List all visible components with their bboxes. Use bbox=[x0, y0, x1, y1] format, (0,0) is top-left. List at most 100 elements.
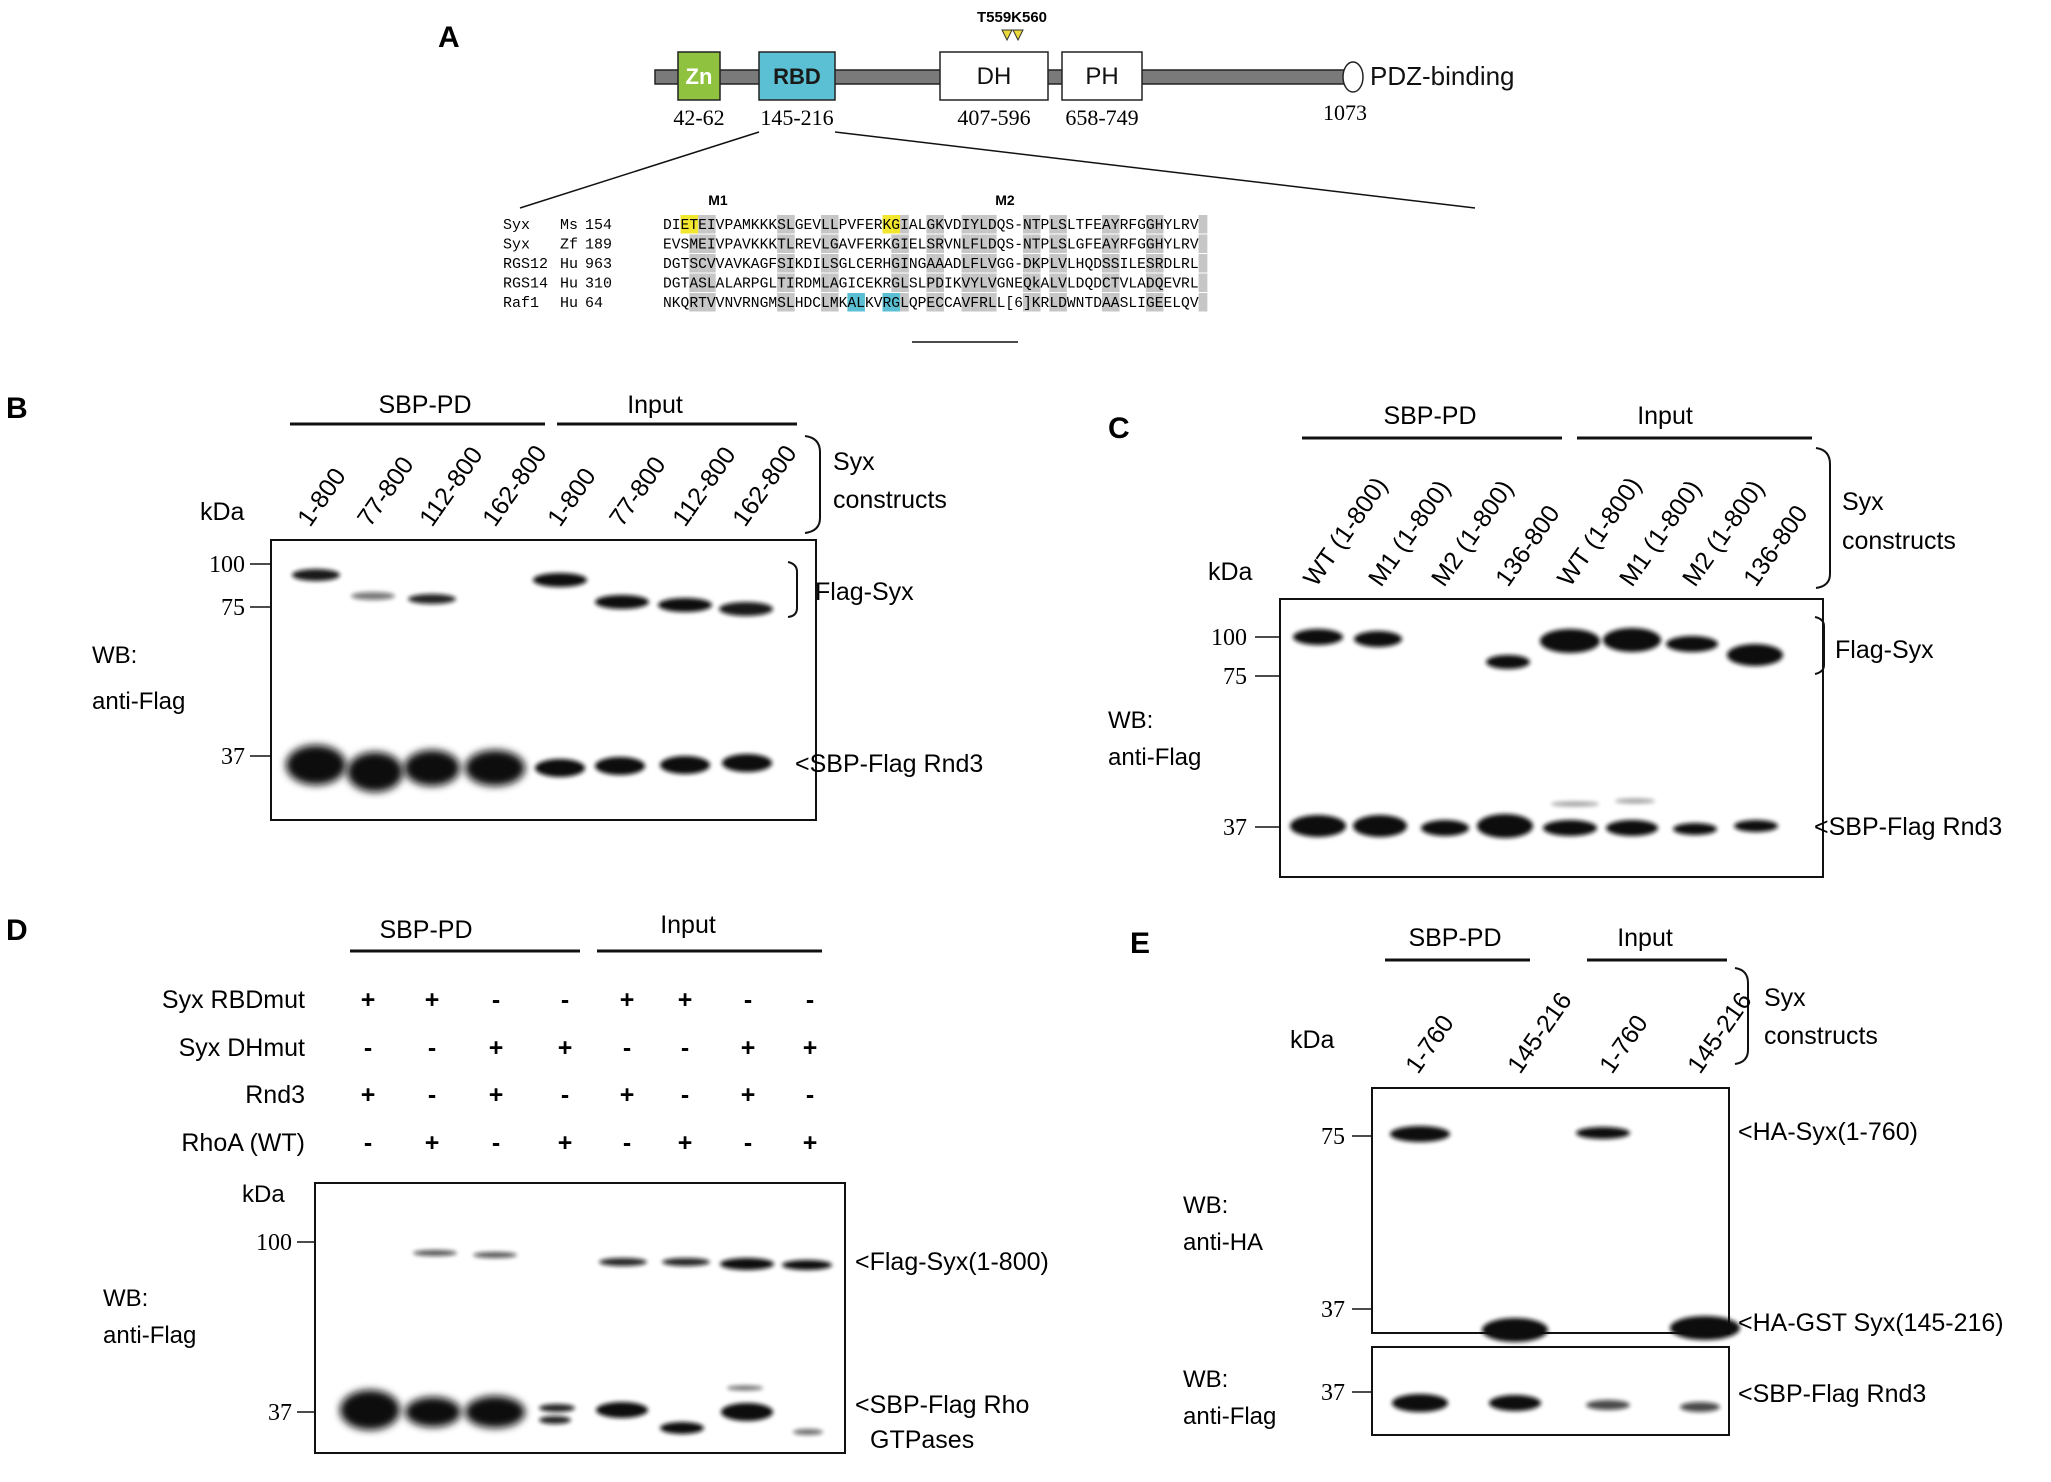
alignment-shade bbox=[1058, 293, 1067, 312]
alignment-shade bbox=[1145, 273, 1155, 292]
panel-b-band-label-2: <SBP-Flag Rnd3 bbox=[795, 750, 983, 778]
alignment-shade bbox=[1198, 234, 1208, 253]
condition-sign: - bbox=[623, 1129, 631, 1157]
alignment-shade bbox=[785, 254, 795, 273]
alignment-name: Raf1 bbox=[503, 295, 539, 312]
alignment-shade bbox=[689, 273, 699, 292]
panel-b-label: B bbox=[6, 392, 28, 425]
alignment-shade bbox=[926, 215, 936, 234]
condition-sign: - bbox=[681, 1034, 689, 1062]
lane-label: 77-800 bbox=[604, 452, 672, 532]
alignment-shade bbox=[987, 254, 997, 273]
condition-sign: - bbox=[492, 986, 500, 1014]
mutation-triangle-1 bbox=[1001, 29, 1013, 42]
alignment-shade bbox=[1154, 293, 1164, 312]
panel-c-marker-75: 75 bbox=[1223, 664, 1247, 690]
alignment-shade bbox=[1154, 215, 1164, 234]
condition-sign: + bbox=[558, 1034, 573, 1062]
blot-band bbox=[1670, 1316, 1740, 1340]
panel-b-bracket-label-2: constructs bbox=[833, 486, 947, 514]
panel-b-marker-75: 75 bbox=[221, 595, 245, 621]
alignment-species: Zf bbox=[560, 237, 578, 254]
alignment-shade bbox=[1022, 293, 1032, 312]
alignment-shade bbox=[891, 254, 901, 273]
panel-d-group-input: Input bbox=[660, 911, 716, 939]
lane-label: 1-760 bbox=[1400, 1010, 1460, 1078]
condition-sign: - bbox=[492, 1129, 500, 1157]
alignment-shade bbox=[689, 254, 699, 273]
blot-band bbox=[1290, 815, 1346, 837]
alignment-shade bbox=[900, 254, 909, 273]
alignment-shade bbox=[979, 293, 988, 312]
alignment-shade bbox=[1154, 254, 1164, 273]
range-dh: 407-596 bbox=[957, 105, 1030, 130]
alignment-shade bbox=[1102, 254, 1111, 273]
alignment-shade bbox=[1102, 293, 1111, 312]
blot-band bbox=[1482, 1318, 1548, 1342]
blot-band bbox=[658, 598, 712, 612]
panel-d-group-pd: SBP-PD bbox=[379, 916, 472, 944]
alignment-shade bbox=[926, 254, 936, 273]
condition-sign: + bbox=[803, 1129, 818, 1157]
alignment-number: 154 bbox=[585, 217, 612, 234]
lane-label: 1-800 bbox=[542, 463, 602, 531]
alignment-shade bbox=[1102, 215, 1111, 234]
blot-band bbox=[1586, 1400, 1630, 1410]
alignment-shade bbox=[1058, 254, 1067, 273]
blot-band bbox=[1392, 1394, 1448, 1412]
alignment-number: 189 bbox=[585, 237, 612, 254]
alignment-shade bbox=[1145, 293, 1155, 312]
blot-band bbox=[1680, 1402, 1720, 1412]
alignment-shade bbox=[935, 215, 944, 234]
blot-band bbox=[1673, 823, 1717, 835]
blot-band bbox=[1666, 636, 1718, 652]
alignment-shade bbox=[935, 234, 944, 253]
panel-d-band-label-1: <Flag-Syx(1-800) bbox=[855, 1248, 1049, 1276]
blot-band bbox=[404, 750, 460, 786]
m2-marker: M2 bbox=[995, 192, 1015, 208]
alignment-shade bbox=[1022, 273, 1032, 292]
blot-band bbox=[1486, 655, 1530, 669]
alignment-shade bbox=[987, 293, 997, 312]
blot-band bbox=[465, 1396, 525, 1428]
panel-e-wb-top-1: WB: bbox=[1183, 1192, 1228, 1219]
panel-e-bracket-label-1: Syx bbox=[1764, 984, 1806, 1012]
condition-sign: + bbox=[678, 1129, 693, 1157]
blot-band bbox=[1489, 1395, 1541, 1411]
condition-sign: + bbox=[803, 1034, 818, 1062]
alignment-shade bbox=[935, 273, 944, 292]
panel-e-label: E bbox=[1130, 927, 1150, 960]
alignment-shade bbox=[1058, 234, 1067, 253]
condition-sign: - bbox=[681, 1081, 689, 1109]
alignment-highlight bbox=[882, 215, 901, 234]
panel-c-bracket-label-2: constructs bbox=[1842, 527, 1956, 555]
alignment-shade bbox=[1110, 293, 1120, 312]
alignment-name: RGS14 bbox=[503, 276, 548, 293]
blot-band bbox=[1390, 1126, 1450, 1142]
alignment-shade bbox=[935, 293, 944, 312]
panel-c-band-label-1: Flag-Syx bbox=[1835, 636, 1934, 664]
blot-band bbox=[539, 1404, 575, 1412]
alignment-species: Hu bbox=[560, 256, 578, 273]
condition-sign: - bbox=[744, 1129, 752, 1157]
panel-c-group-pd: SBP-PD bbox=[1383, 402, 1476, 430]
alignment-shade bbox=[821, 273, 830, 292]
blot-band bbox=[596, 1402, 648, 1418]
panel-b-bracket bbox=[804, 435, 821, 534]
alignment-shade bbox=[1145, 215, 1155, 234]
alignment-shade bbox=[979, 273, 988, 292]
panel-b-wb-2: anti-Flag bbox=[92, 688, 185, 715]
alignment-shade bbox=[1102, 234, 1111, 253]
alignment-shade bbox=[979, 254, 988, 273]
dh-domain bbox=[939, 51, 1049, 101]
alignment-shade bbox=[689, 234, 699, 253]
alignment-shade bbox=[1154, 273, 1164, 292]
alignment-shade bbox=[961, 254, 971, 273]
panel-b-band-label-1: Flag-Syx bbox=[815, 578, 914, 606]
alignment-shade bbox=[698, 234, 707, 253]
blot-band bbox=[1353, 815, 1407, 837]
panel-e-kda: kDa bbox=[1290, 1026, 1335, 1054]
alignment-number: 310 bbox=[585, 276, 612, 293]
condition-sign: + bbox=[361, 1081, 376, 1109]
